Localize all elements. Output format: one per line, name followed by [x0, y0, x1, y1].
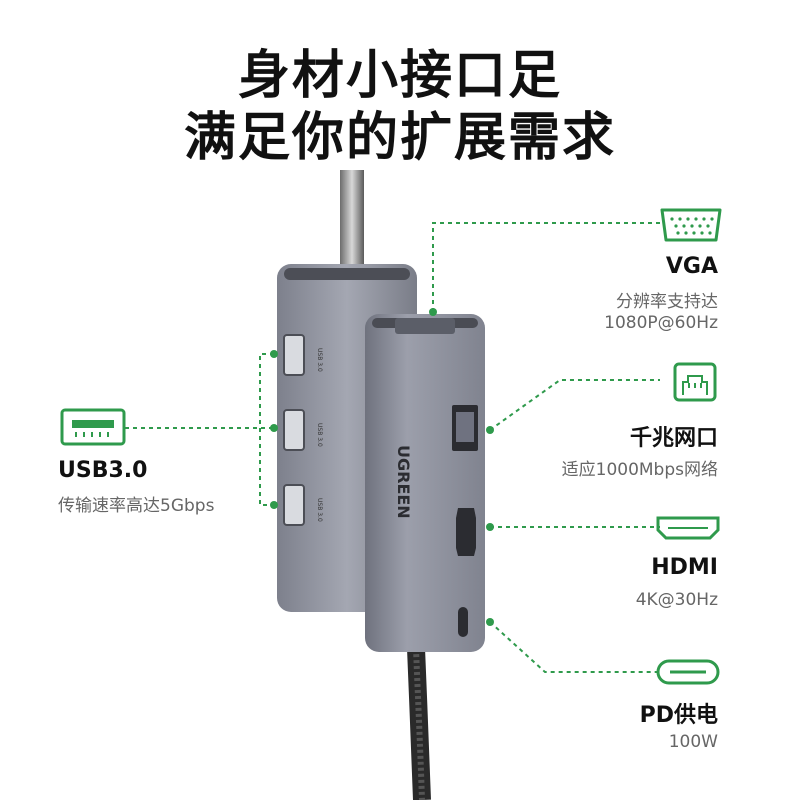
usb-c-port — [458, 607, 468, 637]
leader-lines — [125, 222, 660, 673]
bottom-cable — [407, 647, 431, 800]
brand-logo: UGREEN — [394, 445, 413, 519]
usb-a-ports — [283, 334, 305, 526]
pd-label: PD供电 — [639, 703, 718, 728]
usb-c-icon — [656, 659, 720, 685]
headline-line-1: 身材小接口足 — [237, 46, 562, 106]
usb-a-icon — [60, 408, 126, 446]
pd-desc: 100W — [668, 732, 718, 752]
vga-desc-line-2: 1080P@60Hz — [604, 313, 718, 333]
leader-dots — [270, 308, 494, 626]
svg-text:USB 3.0: USB 3.0 — [316, 498, 323, 522]
top-cable — [340, 170, 364, 270]
vga-icon — [660, 208, 722, 242]
headline-line-2: 满足你的扩展需求 — [183, 108, 616, 168]
hdmi-icon — [656, 516, 720, 540]
ethernet-desc: 适应1000Mbps网络 — [561, 460, 718, 480]
vga-desc-line-1: 分辨率支持达 — [616, 292, 718, 312]
usb-desc: 传输速率高达5Gbps — [58, 496, 215, 516]
usb-port-text: USB 3.0 — [316, 348, 323, 372]
ethernet-icon — [673, 362, 717, 402]
usb-label: USB3.0 — [58, 458, 148, 483]
hdmi-port — [456, 508, 476, 556]
hub-front-body — [365, 314, 485, 652]
ethernet-label: 千兆网口 — [629, 426, 718, 451]
vga-label: VGA — [665, 254, 718, 279]
hdmi-label: HDMI — [651, 555, 718, 580]
hdmi-desc: 4K@30Hz — [635, 590, 718, 610]
svg-text:USB 3.0: USB 3.0 — [316, 423, 323, 447]
